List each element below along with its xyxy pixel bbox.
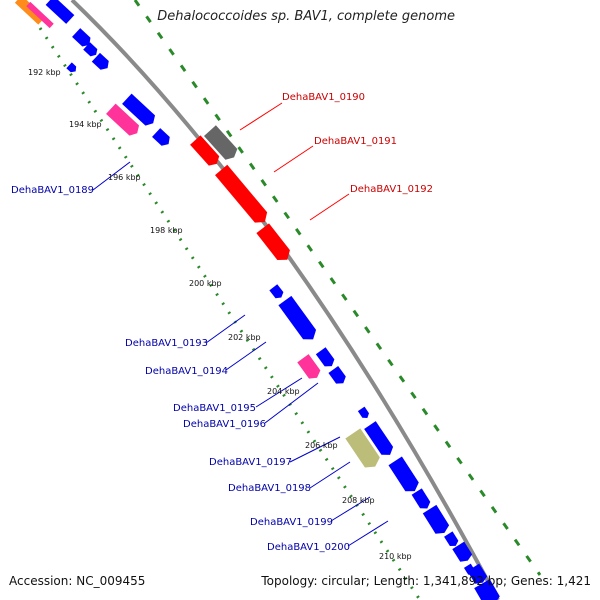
gene-red-0192-a (215, 164, 268, 223)
gene-blue-l (474, 579, 500, 600)
gene-blue-g (422, 504, 450, 534)
leader-0190 (239, 102, 283, 131)
tick-label: 200 kbp (189, 279, 222, 288)
gene-blue-d (66, 62, 77, 73)
leader-0196 (264, 382, 319, 424)
gene-blue-0195 (315, 347, 335, 367)
gene-label-0193[interactable]: DehaBAV1_0193 (125, 338, 209, 349)
gene-label-0196[interactable]: DehaBAV1_0196 (183, 419, 267, 430)
leader-0198 (309, 461, 351, 489)
gene-label-0200[interactable]: DehaBAV1_0200 (267, 542, 351, 553)
leader-0200 (347, 520, 389, 547)
gene-blue-f (152, 128, 170, 146)
genome-title: Dehalococcoides sp. BAV1, complete genom… (157, 9, 455, 24)
leader-0199 (330, 496, 371, 522)
gene-label-0199[interactable]: DehaBAV1_0199 (250, 517, 334, 528)
gene-blue-top (45, 0, 75, 24)
leader-0192 (309, 193, 350, 221)
gene-label-0194[interactable]: DehaBAV1_0194 (145, 366, 229, 377)
gene-blue-0200 (411, 488, 431, 509)
gene-blue-small (357, 406, 369, 418)
tick-label: 208 kbp (342, 496, 375, 505)
tick-label: 206 kbp (305, 441, 338, 450)
gene-label-0191[interactable]: DehaBAV1_0191 (314, 136, 398, 147)
gene-blue-0199 (388, 456, 419, 492)
gc-dotted-track-outer (133, 0, 542, 576)
leader-0193 (205, 314, 246, 344)
gene-label-0197[interactable]: DehaBAV1_0197 (209, 457, 293, 468)
tick-label: 196 kbp (108, 173, 141, 182)
gc-dotted-track-inner (38, 27, 422, 600)
gene-pink-0194 (297, 354, 321, 379)
tick-label: 192 kbp (28, 68, 61, 77)
gene-label-0189[interactable]: DehaBAV1_0189 (11, 185, 95, 196)
gene-label-0198[interactable]: DehaBAV1_0198 (228, 483, 312, 494)
tick-label: 194 kbp (69, 120, 102, 129)
leader-0194 (225, 341, 267, 371)
gene-blue-h (444, 531, 459, 547)
gene-olive-0197 (345, 428, 380, 468)
gene-blue-e (122, 93, 156, 126)
gene-label-0190[interactable]: DehaBAV1_0190 (282, 92, 366, 103)
gene-blue-0198 (364, 421, 394, 455)
gene-red-0192-b (256, 223, 290, 260)
gene-red-0191 (190, 135, 220, 166)
tick-label: 202 kbp (228, 333, 261, 342)
gene-blue-a (72, 28, 91, 47)
gene-blue-0193a (269, 284, 284, 299)
accession-text: Accession: NC_009455 (9, 574, 146, 588)
gene-gray-0190 (204, 125, 238, 160)
gene-blue-c (91, 52, 109, 70)
tick-label: 204 kbp (267, 387, 300, 396)
genome-stats-text: Topology: circular; Length: 1,341,892 bp… (261, 574, 591, 588)
leader-0197 (289, 436, 341, 463)
gene-blue-0193 (278, 295, 317, 340)
gene-blue-0196 (328, 366, 346, 384)
gene-label-0192[interactable]: DehaBAV1_0192 (350, 184, 434, 195)
gene-pink-top (26, 1, 54, 29)
gene-label-0195[interactable]: DehaBAV1_0195 (173, 403, 257, 414)
gene-blue-k (467, 563, 488, 584)
leader-0195 (255, 377, 303, 408)
leader-0189 (92, 161, 131, 191)
leader-0191 (273, 145, 314, 173)
gene-blue-b (83, 42, 98, 57)
tick-label: 198 kbp (150, 226, 183, 235)
gene-blue-i (452, 541, 473, 562)
gene-pink-0189 (106, 103, 140, 136)
gene-orange (14, 0, 46, 25)
tick-label: 210 kbp (379, 552, 412, 561)
